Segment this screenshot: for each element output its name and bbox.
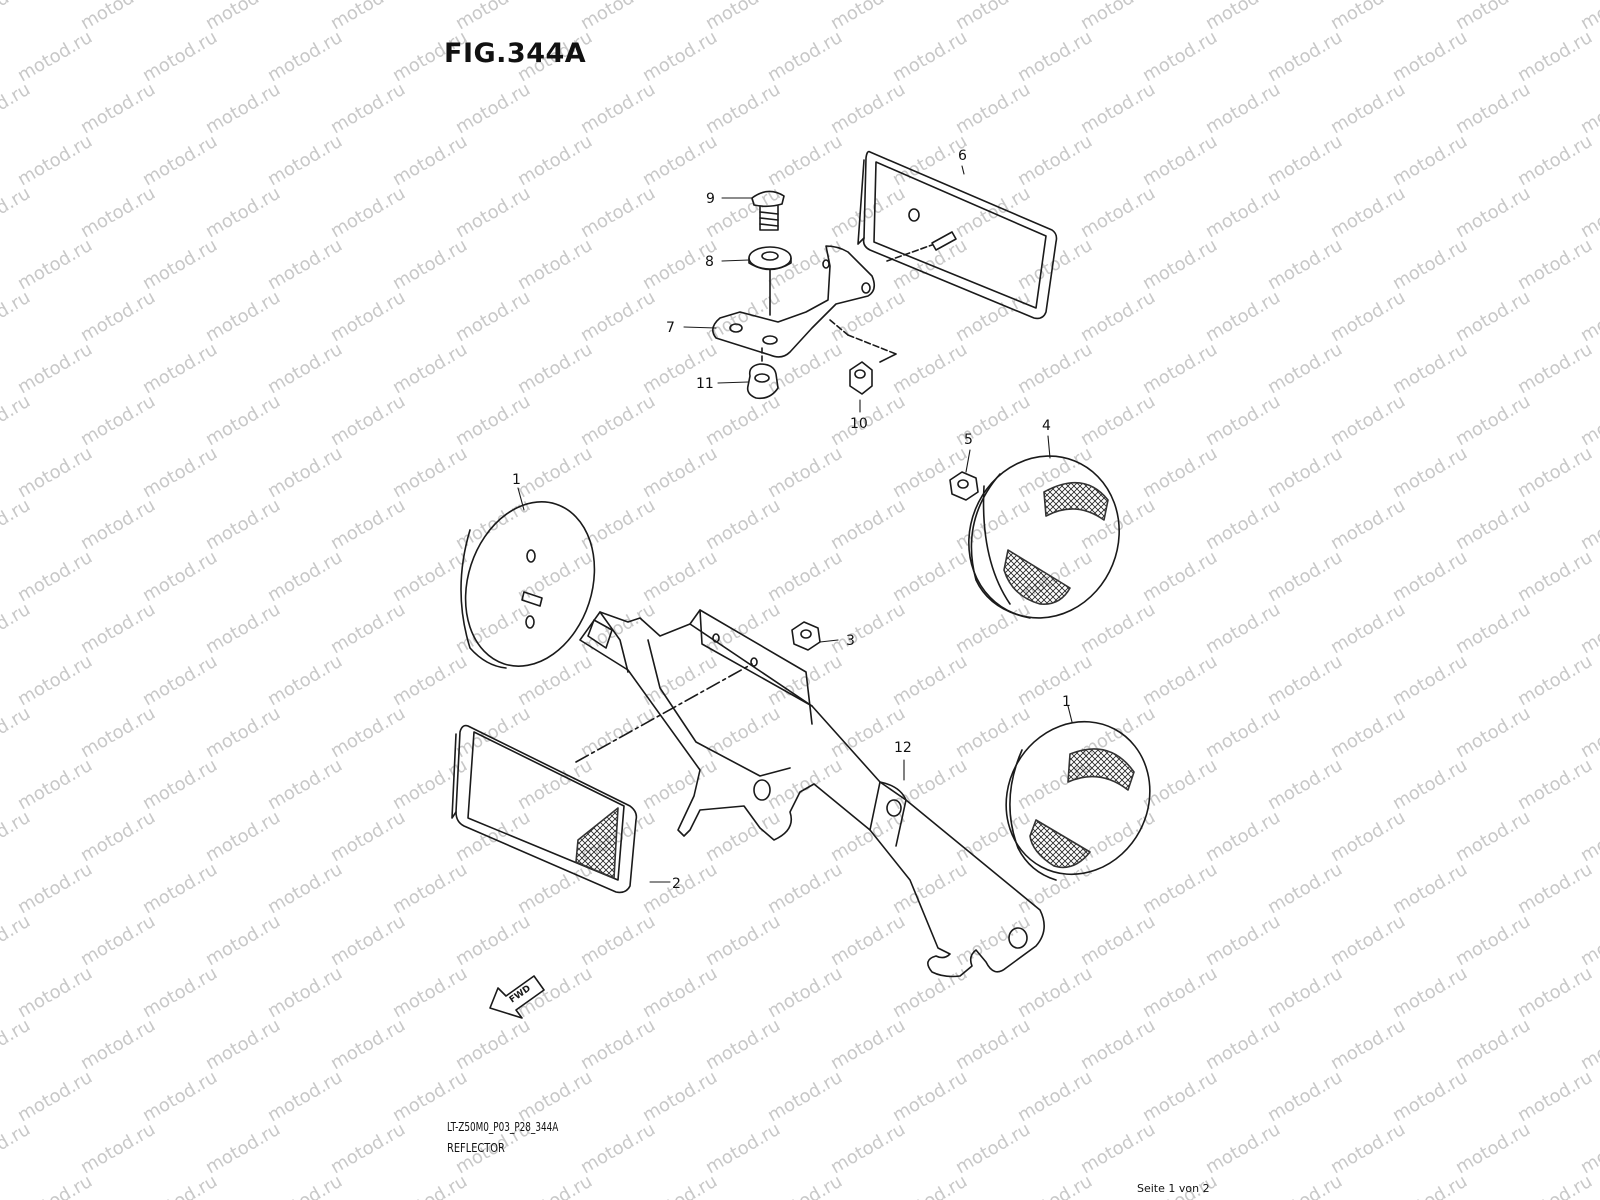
callout-11: 11 xyxy=(696,376,714,392)
flange-nut-left xyxy=(746,347,779,400)
round-reflector-left xyxy=(460,501,596,669)
nut-right xyxy=(949,471,979,501)
callout-8: 8 xyxy=(705,254,714,270)
callout-5: 5 xyxy=(964,432,973,448)
fwd-arrow xyxy=(489,975,545,1019)
callout-1-upper: 1 xyxy=(512,472,521,488)
callout-4: 4 xyxy=(1042,418,1051,434)
reflector-rect-lower xyxy=(451,724,638,894)
main-bracket xyxy=(575,609,1045,978)
page-info: Seite 1 von 2 xyxy=(1137,1182,1210,1195)
callout-2: 2 xyxy=(672,876,681,892)
nut-small xyxy=(849,361,873,395)
nut-center xyxy=(791,621,821,651)
callout-6: 6 xyxy=(958,148,967,164)
diagram-code: LT-Z50M0_P03_P28_344A xyxy=(447,1120,559,1134)
callout-12: 12 xyxy=(894,740,912,756)
diagram-description: REFLECTOR xyxy=(447,1141,505,1155)
round-reflector-upper-right xyxy=(968,455,1120,619)
callout-leaders xyxy=(517,165,1073,883)
bracket xyxy=(712,245,897,363)
callout-3: 3 xyxy=(846,633,855,649)
washer xyxy=(748,246,792,316)
callout-9: 9 xyxy=(706,191,715,207)
callout-7: 7 xyxy=(666,320,675,336)
callout-1-lower: 1 xyxy=(1062,694,1071,710)
callout-10: 10 xyxy=(850,416,868,432)
reflector-rect-upper xyxy=(857,150,1058,320)
bolt xyxy=(751,190,785,231)
figure-title: FIG.344A xyxy=(444,38,587,69)
round-reflector-lower-right xyxy=(1005,720,1151,881)
